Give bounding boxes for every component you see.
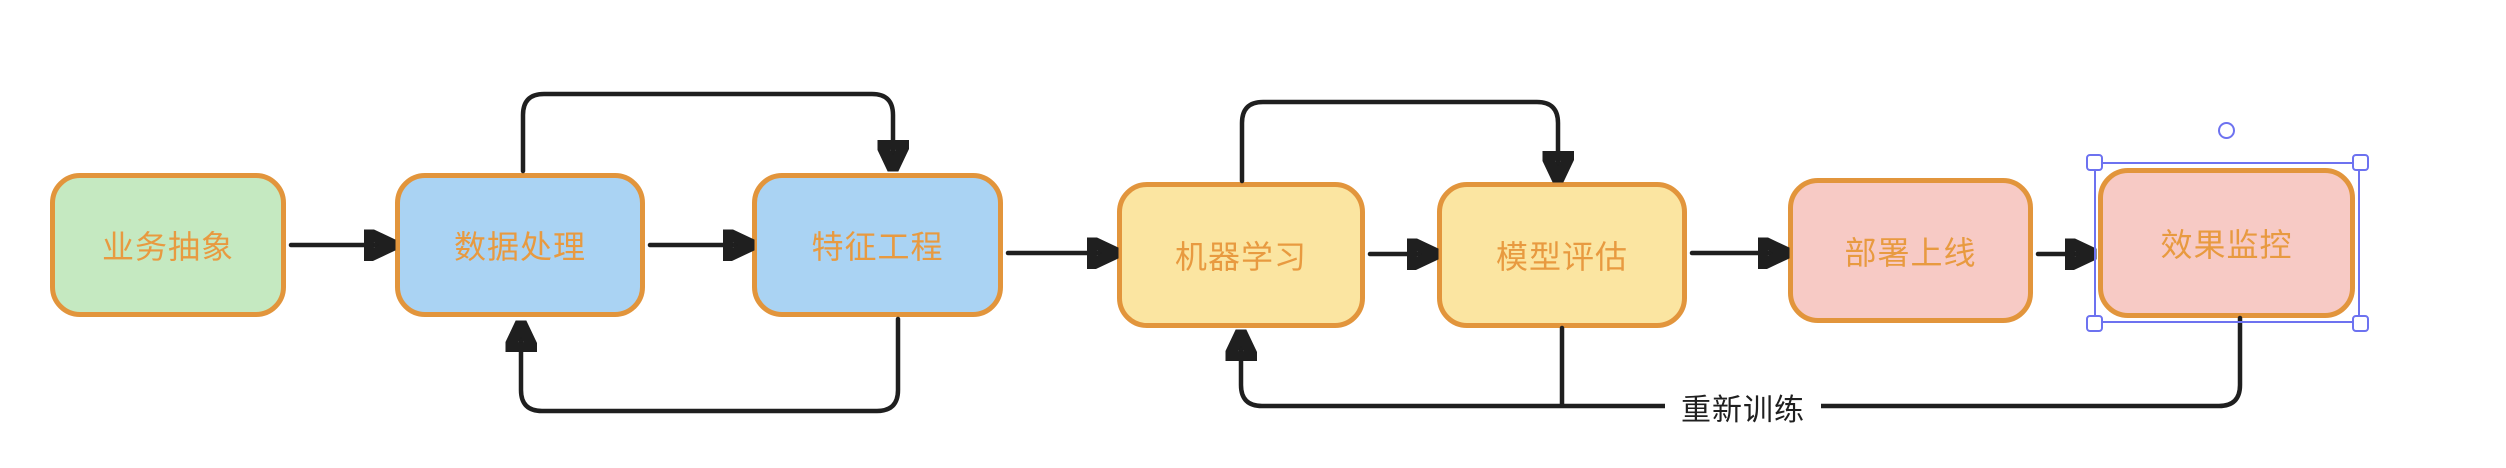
node-effect-monitoring[interactable]: 效果监控 xyxy=(2098,168,2355,318)
node-feature-engineering[interactable]: 特征工程 xyxy=(752,173,1003,317)
node-machine-learning[interactable]: 机器学习 xyxy=(1117,182,1365,328)
node-label: 效果监控 xyxy=(2160,227,2293,263)
selection-handle-bottom-left[interactable] xyxy=(2086,315,2103,332)
node-label: 机器学习 xyxy=(1174,239,1307,275)
node-data-processing[interactable]: 数据处理 xyxy=(395,173,645,317)
node-label: 业务抽象 xyxy=(101,229,234,265)
edge-data-processing-to-feature-engineering-top-loop[interactable] xyxy=(520,91,893,174)
node-model-evaluation[interactable]: 模型评估 xyxy=(1437,182,1687,328)
selection-outline xyxy=(2094,162,2360,323)
node-label: 模型评估 xyxy=(1495,239,1628,275)
selection-handle-bottom-right[interactable] xyxy=(2352,315,2369,332)
edge-label-retrain[interactable]: 重新训练 xyxy=(1665,385,1821,429)
edge-machine-learning-to-model-evaluation-top-loop[interactable] xyxy=(1239,99,1558,184)
edge-feature-engineering-to-data-processing-bottom-loop[interactable] xyxy=(521,316,901,414)
node-label: 数据处理 xyxy=(453,229,586,265)
node-label: 特征工程 xyxy=(811,229,944,265)
node-business-abstraction[interactable]: 业务抽象 xyxy=(50,173,286,317)
rotate-handle[interactable] xyxy=(2218,122,2235,139)
selection-handle-top-left[interactable] xyxy=(2086,154,2103,171)
selection-handle-top-right[interactable] xyxy=(2352,154,2369,171)
node-label: 部署上线 xyxy=(1844,234,1977,271)
node-deploy-online[interactable]: 部署上线 xyxy=(1788,178,2033,323)
